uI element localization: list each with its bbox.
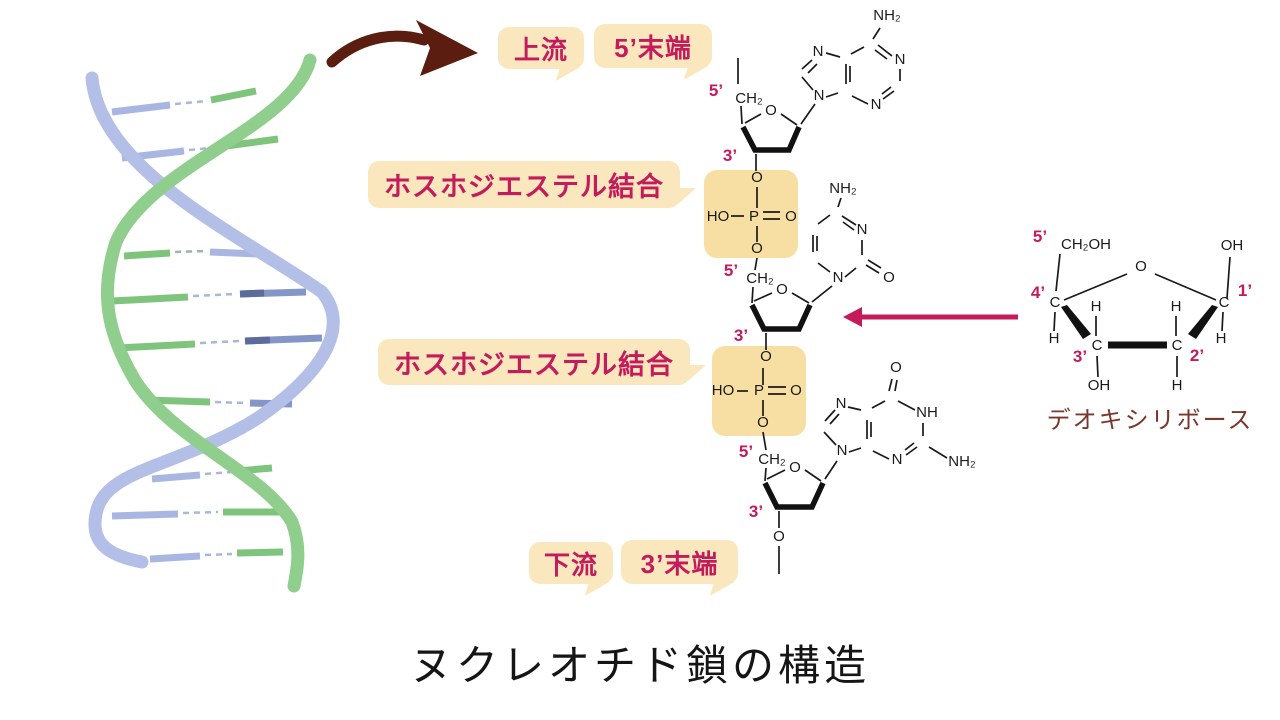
atom-label-CH: CH₂ <box>758 451 786 468</box>
atom-label-CH: CH₂ <box>746 270 774 287</box>
helix-strand-green <box>100 53 317 593</box>
atom-label-H: H <box>1091 298 1102 315</box>
prime-label-3: 3’ <box>723 146 737 165</box>
label-deoxyribose: デオキシリボース <box>1046 407 1254 434</box>
atom-label-O: O <box>751 240 763 257</box>
atom-label-HO: HO <box>712 382 735 399</box>
atom-label-H: H <box>1172 377 1183 394</box>
atom-label-P: P <box>754 382 764 399</box>
atom-label-H: H <box>1216 330 1227 347</box>
atom-label-O: O <box>751 169 763 186</box>
bond-lines <box>731 27 1231 574</box>
prime-label-5: 5’ <box>739 442 753 461</box>
atom-label-N: N <box>836 395 847 412</box>
atom-label-O: O <box>1135 258 1147 275</box>
atom-label-O: O <box>760 348 772 365</box>
atom-label-O: O <box>757 414 769 431</box>
atom-label-N: N <box>895 51 906 68</box>
atom-label-OH: OH <box>1221 237 1244 254</box>
phosphate-highlight-2 <box>712 346 806 436</box>
prime-label-2: 2’ <box>1190 346 1204 365</box>
atom-label-N: N <box>892 451 903 468</box>
deoxyribose-pointer-arrow <box>843 307 1018 327</box>
atom-label-C: C <box>1172 337 1183 354</box>
atom-label-O: O <box>776 281 788 298</box>
atom-label-O: O <box>765 102 777 119</box>
figure-title: ヌクレオチド鎖の構造 <box>409 642 870 689</box>
atom-label-C: C <box>1050 294 1061 311</box>
label-phosphodiester-bond-2: ホスホジエステル結合 <box>378 339 706 385</box>
helix-strand-lavender <box>85 71 340 569</box>
label-five-prime-end: 5’末端 <box>594 24 712 68</box>
atom-label-O: O <box>785 208 797 225</box>
atom-label-NH: NH₂ <box>829 180 857 197</box>
phosphate-highlight-boxes <box>704 170 806 436</box>
atom-label-O: O <box>773 528 785 545</box>
atom-label-HO: HO <box>707 208 730 225</box>
atom-label-NH: NH₂ <box>873 7 901 24</box>
atom-label-C: C <box>1219 294 1230 311</box>
bold-bonds <box>740 125 1167 510</box>
prime-label-5: 5’ <box>1033 227 1047 246</box>
prime-label-3: 3’ <box>749 502 763 521</box>
atom-label-N: N <box>857 221 868 238</box>
atom-label-N: N <box>814 87 825 104</box>
atom-label-NH: NH₂ <box>948 453 976 470</box>
dna-helix-illustration <box>85 53 340 593</box>
atom-label-O: O <box>790 382 802 399</box>
atom-label-N: N <box>833 269 844 286</box>
atom-label-CHOH: CH₂OH <box>1061 236 1111 253</box>
label-three-prime-end: 3’末端 <box>621 540 738 584</box>
atom-label-O: O <box>789 459 801 476</box>
atom-label-N: N <box>837 442 848 459</box>
atom-label-CH: CH₂ <box>735 90 763 107</box>
atom-label-NH: NH <box>916 404 938 421</box>
atom-label-P: P <box>749 208 759 225</box>
atom-label-H: H <box>1171 298 1182 315</box>
prime-label-4: 4’ <box>1031 283 1045 302</box>
wedge-bond-left <box>1061 305 1091 339</box>
atom-label-OH: OH <box>1088 377 1111 394</box>
prime-label-3: 3’ <box>734 326 748 345</box>
label-upstream: 上流 <box>498 27 584 69</box>
label-phosphodiester-bond-1: ホスホジエステル結合 <box>368 161 696 208</box>
prime-label-5: 5’ <box>709 81 723 100</box>
phosphate-highlight-1 <box>704 170 798 258</box>
prime-label-1: 1’ <box>1238 281 1252 300</box>
label-downstream: 下流 <box>529 542 613 584</box>
atom-label-H: H <box>1049 330 1060 347</box>
atom-label-C: C <box>1092 337 1103 354</box>
prime-label-5: 5’ <box>724 261 738 280</box>
atom-label-O: O <box>890 359 902 376</box>
atom-label-O: O <box>883 269 895 286</box>
atom-label-N: N <box>871 96 882 113</box>
wedge-bond-right <box>1188 305 1218 339</box>
prime-label-3: 3’ <box>1073 347 1087 366</box>
zoom-arrow-icon <box>326 20 478 76</box>
atom-label-N: N <box>813 43 824 60</box>
